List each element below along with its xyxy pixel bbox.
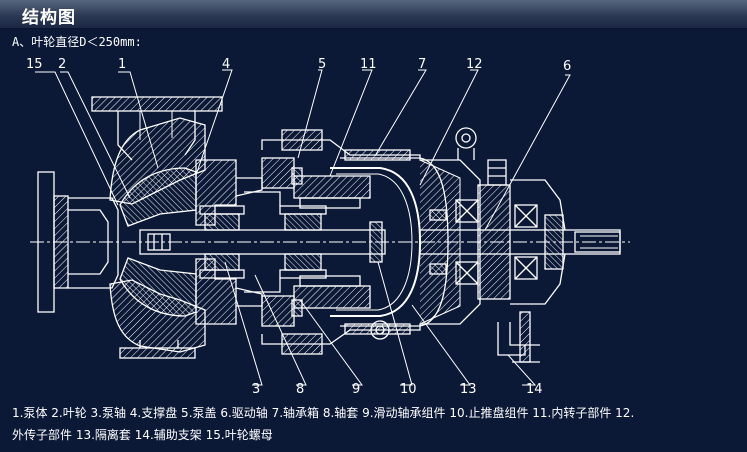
inner-magnet-lower — [299, 275, 361, 287]
leader-1 — [118, 71, 159, 169]
shaft-key-end — [574, 231, 621, 253]
callout-8: 8 — [296, 382, 304, 397]
isolation-sleeve-inner — [336, 173, 413, 311]
leader-7 — [374, 69, 427, 157]
foot-bolt — [370, 320, 390, 340]
outlet-flange — [91, 96, 223, 112]
ball-bearing-lower — [455, 261, 479, 285]
callout-4: 4 — [222, 57, 230, 72]
leader-14 — [507, 354, 537, 386]
pump-drawing — [30, 96, 630, 363]
title-bar: 结构图 — [0, 0, 747, 29]
callout-6: 6 — [563, 59, 571, 74]
bearing-cap — [477, 184, 511, 300]
leader-5 — [297, 69, 323, 159]
callout-14: 14 — [526, 382, 543, 397]
callout-15: 15 — [26, 57, 43, 72]
support-plate-lower — [195, 258, 237, 325]
auxiliary-bracket-post — [519, 311, 531, 363]
shaft-sleeve-lower-2 — [284, 253, 322, 271]
bearing-ring-upper-2 — [279, 205, 327, 215]
inner-rotor-upper — [293, 175, 371, 199]
callout-labels: 15 2 1 4 5 11 7 12 6 3 8 9 10 13 14 — [26, 57, 571, 397]
callout-3: 3 — [252, 382, 260, 397]
callout-2: 2 — [58, 57, 66, 72]
callout-10: 10 — [400, 382, 417, 397]
shaft-sleeve-lower-1 — [204, 253, 240, 271]
shaft-sleeve-upper-1 — [204, 213, 240, 231]
impeller-upper — [119, 167, 197, 227]
inlet-nozzle-inner — [68, 209, 109, 275]
impeller-nut — [147, 233, 171, 251]
callout-11: 11 — [360, 57, 377, 72]
callout-12: 12 — [466, 57, 483, 72]
thrust-disc — [369, 221, 383, 263]
leader-8 — [254, 274, 307, 386]
pump-cross-section-diagram: 15 2 1 4 5 11 7 12 6 3 8 9 10 13 14 — [26, 57, 630, 397]
diagram-subtitle: A、叶轮直径D＜250mm: — [12, 35, 142, 49]
auxiliary-bracket — [497, 322, 540, 356]
pump-foot — [119, 347, 196, 359]
oil-cup — [487, 159, 507, 186]
parts-legend-line-1: 1.泵体 2.叶轮 3.泵轴 4.支撑盘 5.泵盖 6.驱动轴 7.轴承箱 8.… — [12, 406, 635, 420]
leader-12 — [419, 69, 479, 186]
callout-7: 7 — [418, 57, 426, 72]
impeller-lower — [119, 257, 197, 317]
leader-11 — [329, 69, 373, 177]
leader-6 — [484, 74, 571, 231]
page-title: 结构图 — [22, 8, 76, 28]
ball-bearing-upper-2 — [514, 204, 538, 228]
leader-2 — [60, 71, 131, 199]
outlet-nozzle-walls — [117, 111, 196, 161]
inner-magnet-upper — [299, 197, 361, 209]
lifting-eye — [455, 127, 477, 149]
pump-shaft — [139, 229, 386, 255]
ball-bearing-lower-2 — [514, 256, 538, 280]
outlet-nozzle-inner — [139, 111, 173, 140]
cover-step-upper — [235, 177, 263, 197]
bearing-ring-lower-2 — [279, 269, 327, 279]
leader-15 — [35, 71, 119, 206]
parts-legend: 1.泵体 2.叶轮 3.泵轴 4.支撑盘 5.泵盖 6.驱动轴 7.轴承箱 8.… — [12, 402, 740, 446]
leader-lines — [35, 69, 571, 386]
leader-3 — [224, 261, 263, 386]
cover-step-lower — [235, 287, 263, 307]
callout-9: 9 — [352, 382, 360, 397]
end-seal — [544, 214, 564, 270]
callout-5: 5 — [318, 57, 326, 72]
leader-4 — [195, 69, 233, 176]
ball-bearing-upper — [455, 199, 479, 223]
bearing-ring-lower-1 — [199, 269, 245, 279]
inner-rotor-lower — [293, 285, 371, 309]
pump-cover-upper — [261, 157, 295, 189]
leader-13 — [411, 304, 471, 386]
callout-13: 13 — [460, 382, 477, 397]
parts-legend-line-2: 外传子部件 13.隔离套 14.辅助支架 15.叶轮螺母 — [12, 428, 273, 442]
inlet-flange-hub — [53, 195, 69, 289]
callout-1: 1 — [118, 57, 126, 72]
outer-rotor-lower — [344, 323, 411, 335]
bearing-housing-inner — [244, 191, 281, 293]
inlet-nozzle — [68, 197, 119, 289]
leader-9 — [299, 299, 363, 386]
shaft-sleeve-upper-2 — [284, 213, 322, 231]
bearing-box-wall — [419, 159, 461, 325]
support-plate-upper — [195, 159, 237, 226]
leader-10 — [377, 261, 413, 386]
bearing-ring-upper-1 — [199, 205, 245, 215]
